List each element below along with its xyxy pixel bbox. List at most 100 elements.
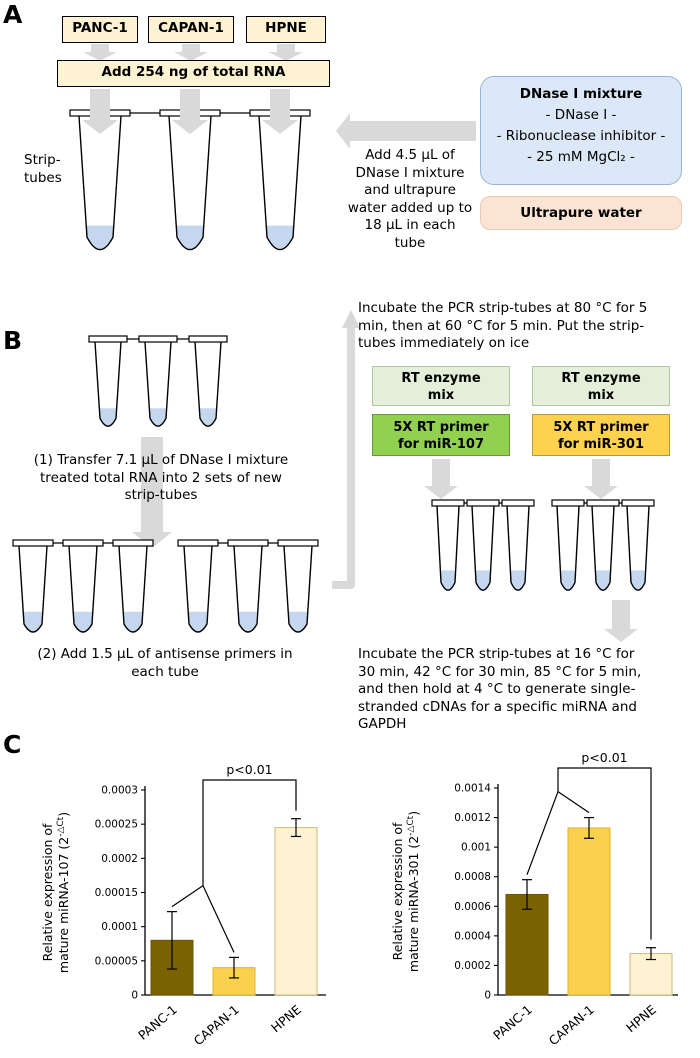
y-tick-label: 0.0008 xyxy=(454,871,491,883)
dnase-add-note: Add 4.5 µL of DNase I mixture and ultrap… xyxy=(347,147,473,251)
bar-hpne xyxy=(274,827,318,996)
tube-body xyxy=(592,506,614,591)
tube-liquid xyxy=(23,611,43,633)
tube-rim xyxy=(62,539,104,547)
bar-hpne xyxy=(629,953,673,996)
x-tick-label: CAPAN-1 xyxy=(191,1002,242,1048)
tube-liquid xyxy=(630,570,646,591)
add-rna-box: Add 254 ng of total RNA xyxy=(57,60,330,87)
y-tick-label: 0.00015 xyxy=(95,887,138,899)
x-tick-label: PANC-1 xyxy=(490,1002,535,1043)
tube-body xyxy=(259,116,301,250)
tube-body xyxy=(507,506,529,591)
tube-liquid xyxy=(73,611,93,633)
tube-body xyxy=(184,546,212,633)
tube-body xyxy=(145,342,171,427)
tube-rim xyxy=(621,499,655,507)
tube-outline xyxy=(168,115,212,251)
tube-liquid xyxy=(288,611,308,633)
tube-rim xyxy=(551,499,585,507)
significance-label: p<0.01 xyxy=(226,762,272,777)
tube-body xyxy=(95,342,121,427)
flow-arrow-down-icon xyxy=(269,44,303,61)
tube-rim xyxy=(586,499,620,507)
flow-arrow-down-icon xyxy=(174,44,208,61)
flow-arrow-down-icon xyxy=(424,459,458,499)
significance-bracket xyxy=(171,779,297,953)
y-tick-label: 0 xyxy=(131,990,138,1002)
tube-liquid xyxy=(510,570,526,591)
mirna-107-chart: 00.000050.00010.000150.00020.000250.0003… xyxy=(40,762,326,1048)
tube-rim xyxy=(112,539,154,547)
y-tick-label: 0.0006 xyxy=(454,901,491,913)
primer-mir107-box: 5X RT primer for miR-107 xyxy=(372,414,510,456)
tube-outline xyxy=(18,545,48,633)
flow-arrow-down-icon xyxy=(172,89,208,134)
flow-arrow-down-icon xyxy=(82,89,118,134)
flow-arrow-down-icon xyxy=(83,44,117,61)
panel-c-label: C xyxy=(3,730,22,759)
tube-liquid xyxy=(176,225,204,250)
tube-body xyxy=(234,546,262,633)
tube-outline xyxy=(68,545,98,633)
tube-outline xyxy=(118,545,148,633)
tube-outline xyxy=(471,505,495,591)
tube-outline xyxy=(194,341,222,427)
tube-body xyxy=(195,342,221,427)
bent-connector-arrowhead-icon xyxy=(342,310,360,328)
tube-liquid xyxy=(188,611,208,633)
y-tick-label: 0.001 xyxy=(461,842,491,854)
x-tick-label: CAPAN-1 xyxy=(546,1002,597,1048)
tube-outline xyxy=(506,505,530,591)
significance-bracket xyxy=(526,767,652,940)
tube-rim xyxy=(466,499,500,507)
tube-rim xyxy=(88,335,128,343)
cell-line-box-capan1: CAPAN-1 xyxy=(148,16,234,43)
y-axis-label: Relative expression of xyxy=(390,822,405,960)
tube-body xyxy=(472,506,494,591)
significance-label: p<0.01 xyxy=(581,750,627,765)
incubate-16c-text: Incubate the PCR strip-tubes at 16 °C fo… xyxy=(358,646,642,732)
flow-arrow-down-icon xyxy=(604,600,638,642)
x-tick-label: PANC-1 xyxy=(135,1002,180,1043)
tube-liquid xyxy=(149,408,167,427)
tube-outline xyxy=(626,505,650,591)
tube-outline xyxy=(78,115,122,251)
tube-body xyxy=(119,546,147,633)
rt-enzyme-mix-box-1: RT enzyme mix xyxy=(372,366,510,406)
tube-liquid xyxy=(123,611,143,633)
y-tick-label: 0.0003 xyxy=(101,785,138,797)
step2-text: (2) Add 1.5 µL of antisense primers in e… xyxy=(37,646,293,680)
strip-tubes-label: Strip- tubes xyxy=(24,152,62,186)
tube-outline xyxy=(94,341,122,427)
tube-body xyxy=(169,116,211,250)
bent-connector-arrow-icon xyxy=(332,326,355,589)
tube-liquid xyxy=(199,408,217,427)
y-tick-label: 0.0004 xyxy=(454,930,491,942)
tube-liquid xyxy=(560,570,576,591)
y-tick-label: 0.0001 xyxy=(101,921,138,933)
tube-liquid xyxy=(99,408,117,427)
step1-text: (1) Transfer 7.1 µL of DNase I mixture t… xyxy=(33,452,289,503)
tube-rim xyxy=(188,335,228,343)
tube-outline xyxy=(283,545,313,633)
y-tick-label: 0 xyxy=(484,990,491,1002)
tube-outline xyxy=(258,115,302,251)
y-tick-label: 0.00025 xyxy=(95,819,138,831)
panel-b-label: B xyxy=(3,326,23,355)
tube-liquid xyxy=(86,225,114,250)
ultrapure-water-box: Ultrapure water xyxy=(480,196,682,230)
flow-arrow-down-icon xyxy=(584,459,618,499)
y-axis-label: mature miRNA-107 (2-△Ct​) xyxy=(56,812,71,973)
y-tick-label: 0.0012 xyxy=(454,812,491,824)
tube-rim xyxy=(277,539,319,547)
tube-body xyxy=(557,506,579,591)
tube-liquid xyxy=(440,570,456,591)
tube-outline xyxy=(556,505,580,591)
tube-outline xyxy=(233,545,263,633)
tube-body xyxy=(19,546,47,633)
y-tick-label: 0.0002 xyxy=(101,853,138,865)
flow-arrow-down-icon xyxy=(262,89,298,134)
x-tick-label: HPNE xyxy=(623,1002,659,1036)
tube-body xyxy=(437,506,459,591)
